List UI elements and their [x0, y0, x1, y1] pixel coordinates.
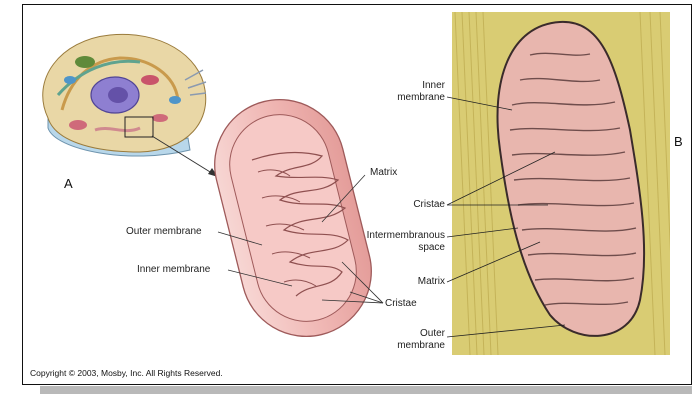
- em-label-inner-membrane-1: Inner: [422, 80, 445, 92]
- label-cristae: Cristae: [385, 298, 417, 310]
- label-inner-membrane: Inner membrane: [137, 264, 210, 276]
- label-outer-membrane: Outer membrane: [126, 226, 202, 238]
- em-label-outer-membrane-2: membrane: [397, 340, 445, 352]
- em-label-cristae: Cristae: [413, 199, 445, 211]
- em-label-inner-membrane-2: membrane: [397, 92, 445, 104]
- em-label-intermembranous-2: space: [418, 242, 445, 254]
- em-label-matrix: Matrix: [418, 276, 445, 288]
- panel-b-label: B: [674, 134, 683, 149]
- em-label-intermembranous-1: Intermembranous: [367, 230, 445, 242]
- panel-a-label: A: [64, 176, 73, 191]
- em-label-outer-membrane-1: Outer: [420, 328, 445, 340]
- label-matrix: Matrix: [370, 167, 397, 179]
- mitochondrion-diagram: [201, 86, 385, 350]
- micrograph-image: [452, 12, 675, 355]
- copyright-text: Copyright © 2003, Mosby, Inc. All Rights…: [30, 368, 223, 378]
- cell-illustration: [43, 34, 218, 177]
